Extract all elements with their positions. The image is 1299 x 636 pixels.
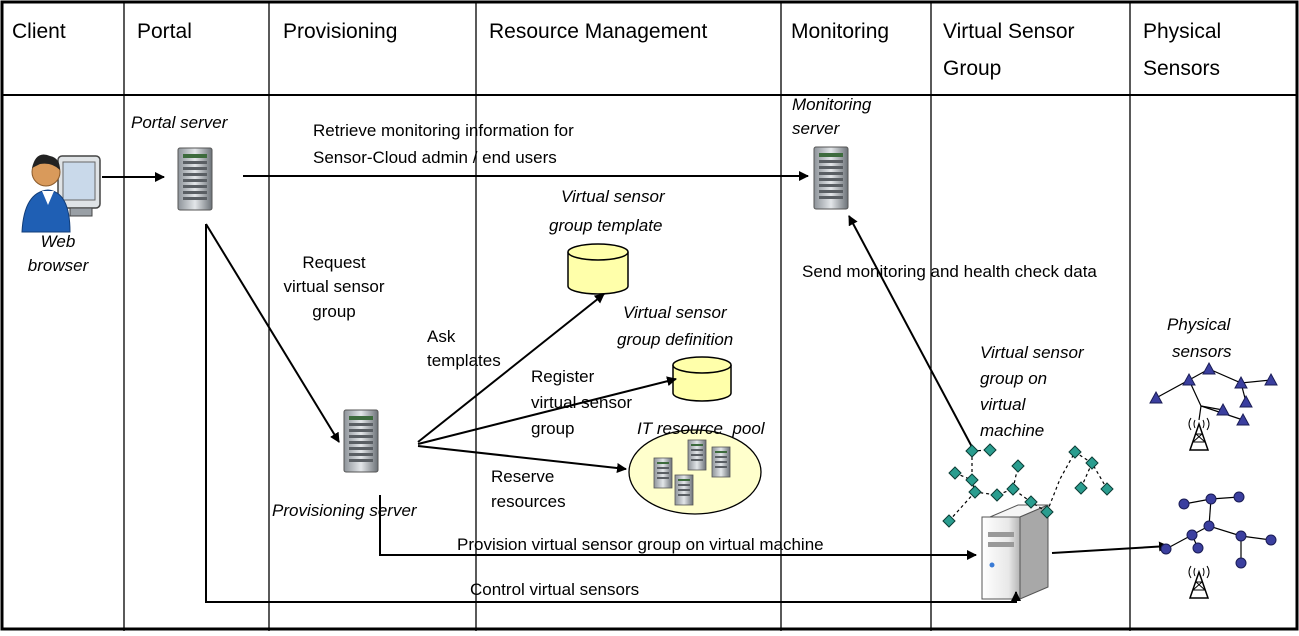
lane-header-resource-management: Resource Management [489,20,707,43]
user-computer-icon [21,154,101,233]
physical-sensor-node [1235,530,1247,542]
arrow-reserve-resources [417,445,627,473]
control-sensors-label: Control virtual sensors [470,580,639,599]
lane-header-monitoring: Monitoring [791,20,889,43]
arrow-provision-vsg [379,495,977,560]
virtual-sensor-node [983,443,997,457]
it-resource-pool-icon [628,429,762,515]
monitoring-server-icon [813,146,849,210]
virtual-machine-icon [981,504,1049,600]
physical-sensor-node [1186,529,1198,541]
virtual-sensor-node [1074,481,1088,495]
send-monitoring-label: Send monitoring and health check data [802,262,1097,281]
virtual-sensor-node [1024,495,1038,509]
virtual-sensor-node [1085,456,1099,470]
arrow-send-monitoring [848,215,973,448]
virtual-sensor-node [948,466,962,480]
lane-header-provisioning: Provisioning [283,20,397,43]
virtual-sensor-node [1011,459,1025,473]
virtual-sensor-network [942,443,1114,528]
virtual-sensor-node [968,485,982,499]
provisioning-server-icon [343,409,379,473]
physical-sensor-node [1203,520,1215,532]
arrow-control-sensors [205,224,1021,603]
virtual-sensor-node [965,444,979,458]
arrow-vm-to-physical [1051,541,1169,554]
virtual-sensor-node [942,514,956,528]
arrow-ask-templates [417,293,605,443]
physical-sensor-node [1239,394,1253,408]
physical-sensor-node [1234,375,1248,389]
physical-sensor-node [1264,372,1278,386]
portal-server-icon [177,147,213,211]
virtual-sensor-node [965,473,979,487]
physical-sensor-node [1233,491,1245,503]
physical-sensor-network-bottom [1160,491,1277,599]
portal-server-label: Portal server [131,113,229,132]
physical-sensor-node [1235,557,1247,569]
physical-sensor-node [1149,390,1163,404]
provision-vsg-label: Provision virtual sensor group on virtua… [457,535,824,554]
lane-header-client: Client [12,20,66,43]
physical-sensor-node [1236,412,1250,426]
arrow-register-vsg [417,376,677,445]
virtual-sensor-node [1068,445,1082,459]
it-resource-pool-label: IT resource pool [637,419,766,438]
physical-sensor-node [1205,493,1217,505]
physical-sensor-node [1178,498,1190,510]
physical-sensor-node [1216,402,1230,416]
physical-sensor-node [1182,372,1196,386]
virtual-sensor-node [990,488,1004,502]
physical-sensor-node [1160,543,1172,555]
definition-database-icon [672,356,732,402]
template-database-icon [567,243,629,295]
physical-sensor-network-top [1149,361,1278,451]
arrow-request-vsg [205,223,340,443]
physical-sensor-node [1202,361,1216,375]
physical-sensor-node [1192,542,1204,554]
virtual-sensor-node [1040,505,1054,519]
provisioning-server-label: Provisioning server [272,501,418,520]
virtual-sensor-node [1100,482,1114,496]
arrows [102,171,1169,603]
lane-header-portal: Portal [137,20,192,43]
virtual-sensor-node [1006,482,1020,496]
physical-sensor-node [1265,534,1277,546]
